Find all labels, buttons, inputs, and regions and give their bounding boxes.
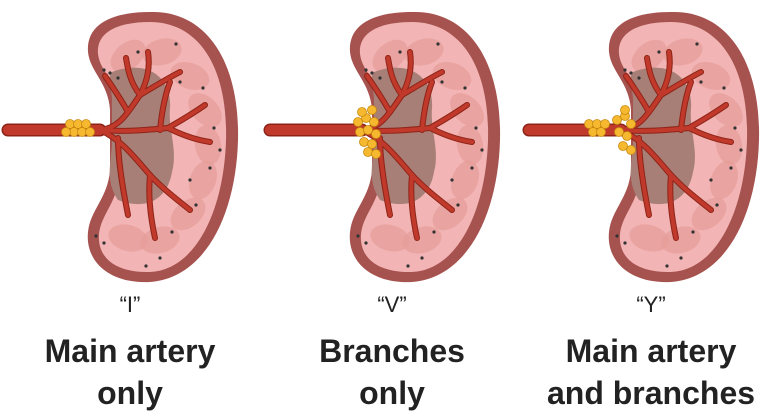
vessel-dot bbox=[406, 264, 409, 267]
vessel-dot bbox=[436, 42, 439, 45]
vessel-dot bbox=[679, 256, 682, 259]
nerve-node bbox=[601, 120, 610, 129]
nerve-node bbox=[627, 146, 636, 155]
kidney-illustration bbox=[262, 0, 522, 290]
vessel-dot bbox=[722, 86, 725, 89]
vessel-dot bbox=[170, 230, 173, 233]
caption-line-1: Main artery bbox=[0, 330, 260, 372]
vessel-dot bbox=[370, 71, 373, 74]
vessel-dot bbox=[432, 230, 435, 233]
caption-line-2: only bbox=[0, 372, 260, 414]
vessel-dot bbox=[450, 178, 453, 181]
panel-main-artery-and-branches: “Y” Main artery and branches bbox=[521, 0, 781, 418]
nerve-node bbox=[360, 138, 369, 147]
caption-line-1: Main artery bbox=[521, 330, 781, 372]
vessel-dot bbox=[729, 166, 732, 169]
vessel-dot bbox=[699, 80, 702, 83]
nerve-node bbox=[627, 120, 636, 129]
vessel-dot bbox=[615, 234, 618, 237]
pattern-caption: Main artery and branches bbox=[521, 330, 781, 414]
kidney-illustration bbox=[0, 0, 260, 290]
nerve-node bbox=[62, 128, 71, 137]
vessel-dot bbox=[629, 71, 632, 74]
nerve-node bbox=[372, 130, 381, 139]
nerve-node bbox=[615, 128, 624, 137]
vessel-dot bbox=[136, 50, 139, 53]
nerve-node bbox=[356, 128, 365, 137]
vessel-dot bbox=[715, 203, 718, 206]
vessel-dot bbox=[178, 80, 181, 83]
vessel-dot bbox=[420, 256, 423, 259]
vessel-dot bbox=[208, 166, 211, 169]
vessel-dot bbox=[201, 86, 204, 89]
vessel-dot bbox=[174, 42, 177, 45]
vessel-dot bbox=[102, 241, 105, 244]
nerve-node bbox=[597, 128, 606, 137]
caption-line-2: and branches bbox=[521, 372, 781, 414]
vessel-dot bbox=[456, 203, 459, 206]
vessel-dot bbox=[739, 148, 742, 151]
vessel-dot bbox=[398, 50, 401, 53]
panel-branches: “V” Branches only bbox=[262, 0, 522, 418]
vessel-dot bbox=[364, 241, 367, 244]
vessel-dot bbox=[623, 68, 626, 71]
nerve-node bbox=[354, 118, 363, 127]
nerve-node bbox=[621, 106, 630, 115]
vessel-dot bbox=[218, 148, 221, 151]
vessel-dot bbox=[94, 234, 97, 237]
vessel-dot bbox=[212, 126, 215, 129]
nerve-node bbox=[86, 128, 95, 137]
vessel-dot bbox=[102, 68, 105, 71]
nerve-node bbox=[613, 116, 622, 125]
vessel-dot bbox=[665, 264, 668, 267]
vessel-dot bbox=[480, 148, 483, 151]
vessel-dot bbox=[691, 230, 694, 233]
nerve-node bbox=[368, 140, 377, 149]
nerve-node bbox=[372, 150, 381, 159]
pattern-code: “I” bbox=[0, 292, 260, 318]
vessel-dot bbox=[709, 178, 712, 181]
caption-line-1: Branches bbox=[262, 330, 522, 372]
vessel-dot bbox=[378, 76, 381, 79]
vessel-dot bbox=[733, 126, 736, 129]
nerve-node bbox=[619, 142, 628, 151]
nerve-node bbox=[364, 148, 373, 157]
vessel-dot bbox=[144, 264, 147, 267]
nerve-node bbox=[358, 108, 367, 117]
caption-line-2: only bbox=[262, 372, 522, 414]
vessel-dot bbox=[194, 203, 197, 206]
vessel-dot bbox=[364, 68, 367, 71]
vessel-dot bbox=[188, 178, 191, 181]
kidney-illustration bbox=[521, 0, 781, 290]
vessel-dot bbox=[470, 166, 473, 169]
nerve-node bbox=[82, 120, 91, 129]
vessel-dot bbox=[356, 234, 359, 237]
pattern-caption: Branches only bbox=[262, 330, 522, 414]
vessel-dot bbox=[474, 126, 477, 129]
vessel-dot bbox=[637, 76, 640, 79]
pattern-code: “Y” bbox=[521, 292, 781, 318]
vessel-dot bbox=[116, 76, 119, 79]
vessel-dot bbox=[695, 42, 698, 45]
vessel-dot bbox=[657, 50, 660, 53]
nerve-node bbox=[623, 132, 632, 141]
nerve-node bbox=[370, 118, 379, 127]
vessel-dot bbox=[440, 80, 443, 83]
pattern-code: “V” bbox=[262, 292, 522, 318]
vessel-dot bbox=[623, 241, 626, 244]
vessel-dot bbox=[108, 71, 111, 74]
pattern-caption: Main artery only bbox=[0, 330, 260, 414]
nerve-node bbox=[368, 106, 377, 115]
panel-main-artery: “I” Main artery only bbox=[0, 0, 260, 418]
vessel-dot bbox=[463, 86, 466, 89]
vessel-dot bbox=[158, 256, 161, 259]
nerve-node bbox=[364, 126, 373, 135]
